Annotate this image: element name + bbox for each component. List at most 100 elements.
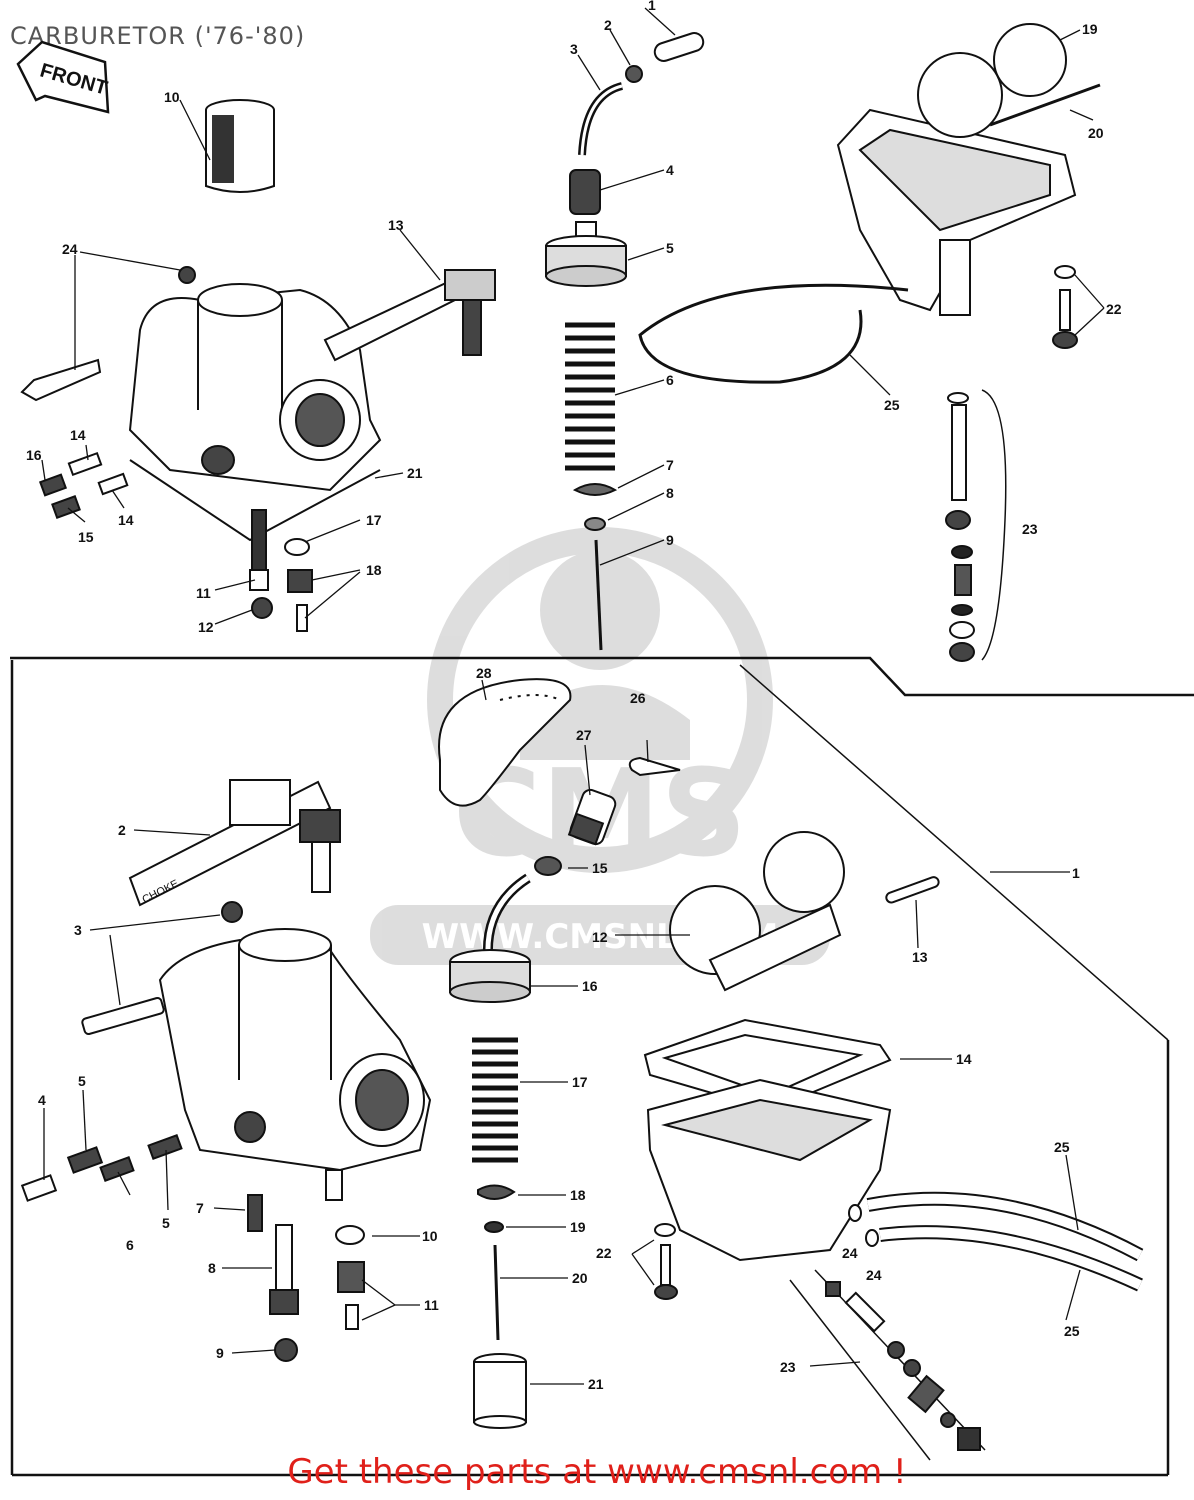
label-bottom-25a: 25 (1054, 1139, 1070, 1155)
float-bowl-bottom (646, 1078, 892, 1262)
nut-part (625, 65, 643, 83)
label-bottom-5b: 5 (162, 1215, 170, 1231)
label-top-25: 25 (884, 397, 900, 413)
label-top-8: 8 (666, 485, 674, 501)
label-bottom-4: 4 (38, 1092, 46, 1108)
throttle-stop-screw (81, 901, 243, 1036)
vent-hose-part (438, 678, 572, 807)
hose-clip-part (628, 756, 681, 777)
float-bowl-gasket (643, 1018, 892, 1112)
label-bottom-27: 27 (576, 727, 592, 743)
jet-needle-part (594, 539, 603, 651)
clip-part (572, 483, 618, 496)
adjuster-nut-part (534, 856, 562, 876)
label-top-14b: 14 (118, 512, 134, 528)
label-top-6: 6 (666, 372, 674, 388)
floats-bottom (669, 831, 845, 992)
label-top-10: 10 (164, 89, 180, 105)
top-leaders (41, 7, 1105, 625)
label-bottom-18: 18 (570, 1187, 586, 1203)
label-top-3: 3 (570, 41, 578, 57)
floats-top (917, 23, 1101, 138)
bowl-screw-bottom (654, 1223, 678, 1300)
section-divider (10, 656, 1194, 1477)
label-top-7: 7 (666, 457, 674, 473)
label-bottom-8: 8 (208, 1260, 216, 1276)
cta-link[interactable]: Get these parts at www.cmsnl.com ! (287, 1452, 907, 1492)
label-top-11: 11 (196, 585, 211, 601)
label-top-9: 9 (666, 532, 674, 548)
throttle-valve-bottom (473, 1353, 527, 1429)
label-bottom-11: 11 (424, 1297, 439, 1313)
label-bottom-15: 15 (592, 860, 608, 876)
label-top-20: 20 (1088, 125, 1104, 141)
jet-needle-bottom (493, 1244, 500, 1341)
top-cap-part (545, 221, 627, 287)
label-bottom-24a: 24 (842, 1245, 858, 1261)
label-bottom-1: 1 (1072, 865, 1080, 881)
label-top-12: 12 (198, 619, 214, 635)
label-top-19: 19 (1082, 21, 1098, 37)
label-bottom-26: 26 (630, 690, 646, 706)
mixing-chamber-cap (449, 873, 531, 1003)
top-part-labels: 1 2 3 4 5 6 7 8 9 10 13 14 14 15 16 17 1… (26, 0, 1122, 635)
label-bottom-16: 16 (582, 978, 598, 994)
label-top-15: 15 (78, 529, 94, 545)
label-top-5: 5 (666, 240, 674, 256)
front-direction-tag: FRONT (16, 40, 110, 114)
float-valve-assembly-top (945, 389, 1007, 662)
label-bottom-20: 20 (572, 1270, 588, 1286)
main-jet-bottom (274, 1338, 298, 1362)
throttle-spring-part (565, 322, 615, 471)
overflow-tubes-bottom (866, 1191, 1144, 1292)
choke-lever-bottom (128, 779, 341, 907)
float-valve-washer-bottom (335, 1225, 365, 1245)
label-bottom-17: 17 (572, 1074, 588, 1090)
label-bottom-14: 14 (956, 1051, 972, 1067)
label-top-1: 1 (648, 0, 656, 13)
float-valve-bottom (337, 1261, 365, 1330)
label-bottom-25b: 25 (1064, 1323, 1080, 1339)
needle-washer-bottom (484, 1221, 504, 1233)
label-bottom-13: 13 (912, 949, 928, 965)
label-top-18: 18 (366, 562, 382, 578)
needle-jet-bottom (269, 1224, 299, 1315)
label-top-23: 23 (1022, 521, 1038, 537)
dust-cover-part (205, 99, 275, 193)
label-bottom-23: 23 (780, 1359, 796, 1375)
label-bottom-21: 21 (588, 1376, 604, 1392)
carburetor-body-top (128, 283, 382, 542)
tube-clips-bottom (848, 1204, 879, 1247)
bottom-part-labels: 1 2 3 4 5 5 6 7 8 9 10 11 12 13 14 15 16… (38, 665, 1080, 1392)
screws-left-top (38, 451, 129, 519)
bolt-top (20, 266, 196, 402)
adjuster-part (569, 169, 601, 215)
label-top-2: 2 (604, 17, 612, 33)
label-top-14a: 14 (70, 427, 86, 443)
label-bottom-5a: 5 (78, 1073, 86, 1089)
label-top-13: 13 (388, 217, 404, 233)
jets-top (249, 509, 313, 632)
retainer-part (584, 517, 606, 531)
label-bottom-22: 22 (596, 1245, 612, 1261)
label-top-17: 17 (366, 512, 382, 528)
float-bowl-top (836, 108, 1077, 316)
label-bottom-3: 3 (74, 922, 82, 938)
label-bottom-6: 6 (126, 1237, 134, 1253)
label-bottom-28: 28 (476, 665, 492, 681)
screw-top (1052, 265, 1078, 349)
choke-lever-top (323, 269, 496, 362)
label-top-4: 4 (666, 162, 674, 178)
carburetor-body-bottom (158, 928, 432, 1201)
label-bottom-10: 10 (422, 1228, 438, 1244)
label-top-24: 24 (62, 241, 78, 257)
label-bottom-9: 9 (216, 1345, 224, 1361)
needle-clip-bottom (477, 1184, 516, 1200)
throttle-spring-bottom (472, 1037, 518, 1163)
label-top-16: 16 (26, 447, 42, 463)
label-bottom-19: 19 (570, 1219, 586, 1235)
label-bottom-12: 12 (592, 929, 608, 945)
label-top-21: 21 (407, 465, 423, 481)
label-bottom-7: 7 (196, 1200, 204, 1216)
